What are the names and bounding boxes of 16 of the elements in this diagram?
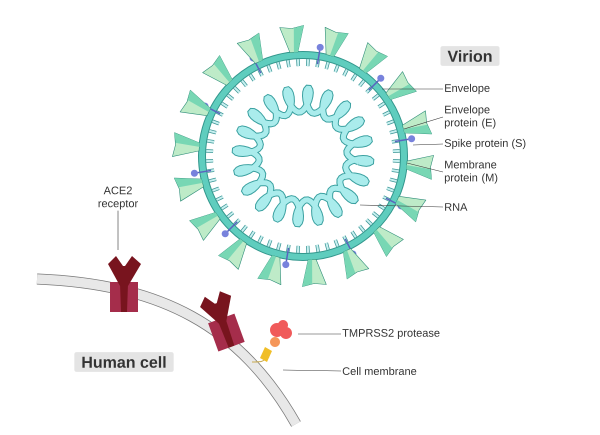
leader-line [360,204,444,208]
label-text: ACE2 receptor [98,186,138,210]
heading-box: Virion [440,46,500,66]
leader-line [406,162,444,172]
label-text: Envelope [445,84,490,94]
heading-box: Human cell [74,352,174,372]
leader-line [282,370,342,372]
leader-line [412,144,444,146]
label-text: RNA [445,203,468,211]
label-text: Envelope protein (E) [444,105,496,129]
label-text: Spike protein (S) [444,138,526,150]
label-text: Cell membrane [342,366,416,376]
leader-line [382,88,444,90]
label-text: TMPRSS2 protease [342,329,440,339]
leader-line [404,116,444,130]
label-text: Membrane protein (M) [444,160,498,184]
